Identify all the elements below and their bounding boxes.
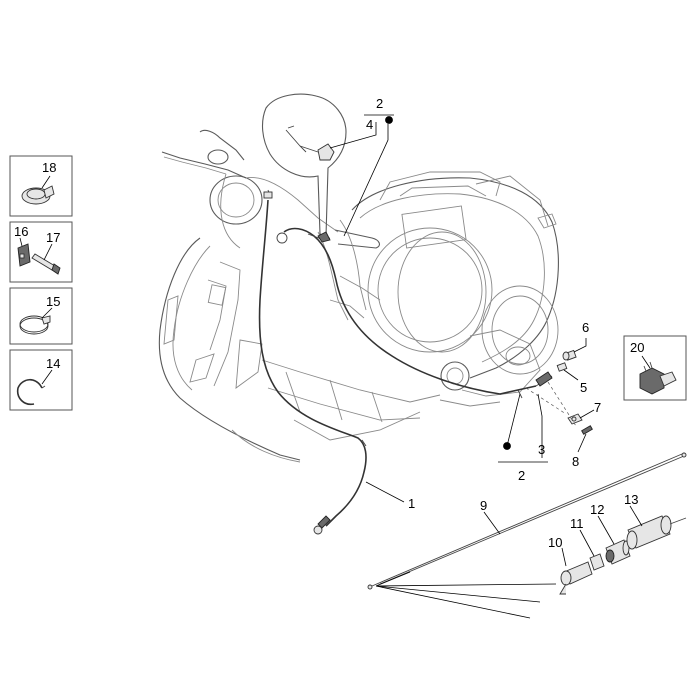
- part-box-18: [9, 155, 73, 217]
- callout-2-bottom: 2: [518, 468, 525, 483]
- callout-20: 20: [630, 340, 644, 355]
- part-10: [559, 561, 593, 595]
- callout-3: 3: [538, 442, 545, 457]
- part-box-15: [9, 287, 73, 345]
- part-box-20: [623, 335, 687, 401]
- small-parts-5-8: [525, 349, 593, 435]
- part-12: [605, 539, 631, 565]
- callout-8: 8: [572, 454, 579, 469]
- callout-11: 11: [570, 516, 584, 531]
- callout-12: 12: [590, 502, 604, 517]
- callout-13: 13: [624, 492, 638, 507]
- scooter-body-outline: [158, 129, 559, 463]
- callout-17: 17: [46, 230, 60, 245]
- part-11: [589, 553, 605, 571]
- inset-detail-circle: [261, 93, 347, 243]
- detail-lines-10-13: [375, 571, 557, 619]
- part-13: [626, 515, 687, 550]
- callout-5: 5: [580, 380, 587, 395]
- callout-14: 14: [46, 356, 60, 371]
- part-6: [562, 349, 577, 361]
- part-8: [581, 425, 593, 435]
- callout-15: 15: [46, 294, 60, 309]
- callout-1: 1: [408, 496, 415, 511]
- callout-2-top: 2: [376, 96, 383, 111]
- callout-9: 9: [480, 498, 487, 513]
- callout-7: 7: [594, 400, 601, 415]
- part-5: [556, 362, 568, 372]
- leader-lines: [19, 114, 651, 567]
- part-7: [567, 413, 583, 425]
- part-box-16-17: [9, 221, 73, 283]
- callout-18: 18: [42, 160, 56, 175]
- callout-6: 6: [582, 320, 589, 335]
- callout-4: 4: [366, 117, 373, 132]
- callout-16: 16: [14, 224, 28, 239]
- cable-9: [367, 452, 687, 590]
- callout-labels: 1 2 4 3 2 5 6 7 8 9 10 11 12 13 14 15 16…: [14, 96, 644, 550]
- cable-1-assembly: [258, 189, 367, 535]
- part-box-14: [9, 349, 73, 411]
- callout-10: 10: [548, 535, 562, 550]
